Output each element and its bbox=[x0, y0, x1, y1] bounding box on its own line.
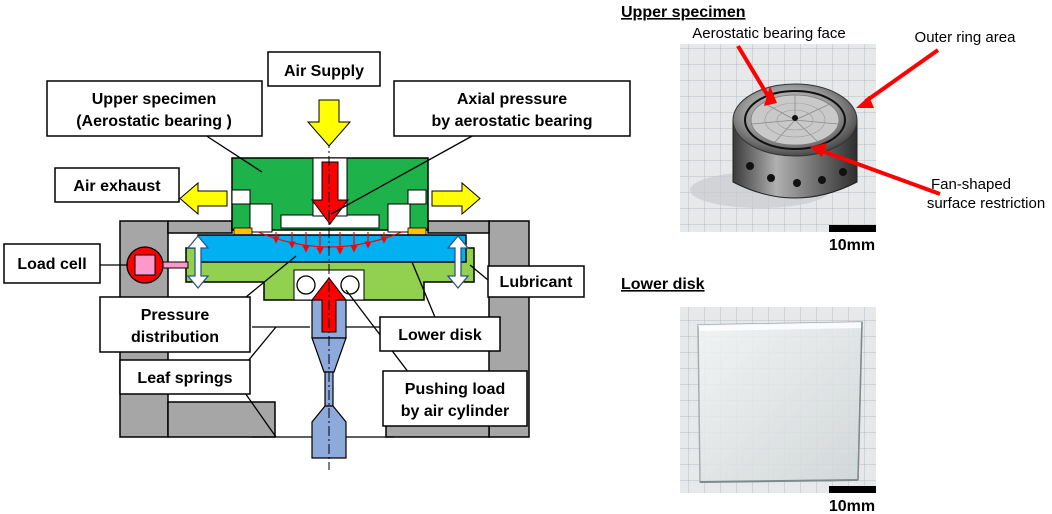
label-upper-specimen-line2: (Aerostatic bearing ) bbox=[76, 113, 232, 130]
label-bearing-face: Aerostatic bearing face bbox=[692, 25, 845, 42]
lower-disk-header: Lower disk bbox=[621, 276, 705, 293]
air-supply-arrow bbox=[306, 99, 352, 147]
frame-top-right bbox=[427, 220, 490, 234]
label-fan-shaped-line1: Fan-shaped bbox=[931, 176, 1011, 193]
lower-scale-label: 10mm bbox=[829, 498, 875, 514]
label-fan-shaped-line2: surface restriction bbox=[927, 195, 1045, 212]
label-pressure-distribution-line1: Pressure bbox=[141, 307, 210, 324]
frame-bottom-left bbox=[167, 401, 276, 438]
lower-disk-photo bbox=[680, 307, 876, 493]
lower-disk-shape bbox=[197, 234, 467, 263]
label-upper-specimen-line1: Upper specimen bbox=[92, 91, 216, 108]
upper-specimen-photo bbox=[680, 44, 876, 232]
lubricant-arrows bbox=[186, 234, 470, 290]
pressure-distribution-arrows bbox=[257, 231, 403, 255]
label-outer-ring: Outer ring area bbox=[915, 29, 1017, 46]
photo-annotation-arrows bbox=[736, 44, 941, 196]
label-pressure-distribution-line2: distribution bbox=[131, 329, 219, 346]
axial-pressure-arrow bbox=[311, 161, 349, 225]
air-exhaust-arrow-right bbox=[431, 181, 481, 216]
label-load-cell: Load cell bbox=[17, 256, 86, 273]
ball-right bbox=[340, 275, 360, 295]
upper-scale-label: 10mm bbox=[829, 237, 875, 254]
apparatus-diagram: Air Supply Upper specimen (Aerostatic be… bbox=[3, 51, 631, 470]
leader-lines bbox=[100, 134, 489, 378]
label-air-exhaust: Air exhaust bbox=[73, 178, 161, 195]
lower-scale-bar bbox=[829, 486, 876, 493]
label-axial-pressure-line1: Axial pressure bbox=[457, 91, 567, 108]
label-air-supply: Air Supply bbox=[284, 63, 364, 80]
label-pushing-load-line1: Pushing load bbox=[405, 381, 505, 398]
upper-specimen-header: Upper specimen bbox=[621, 4, 745, 21]
ball-left bbox=[296, 275, 316, 295]
label-leaf-springs: Leaf springs bbox=[137, 370, 232, 387]
label-pushing-load-line2: by air cylinder bbox=[401, 403, 510, 420]
label-lower-disk: Lower disk bbox=[398, 327, 482, 344]
label-axial-pressure-line2: by aerostatic bearing bbox=[432, 113, 593, 130]
load-cell bbox=[126, 246, 189, 284]
upper-scale-bar bbox=[829, 225, 876, 232]
air-exhaust-arrow-left bbox=[179, 181, 228, 216]
label-boxes bbox=[3, 51, 631, 427]
specimen-photos: Upper specimen bbox=[621, 4, 1045, 514]
label-lubricant: Lubricant bbox=[500, 274, 574, 291]
frame-top-left bbox=[167, 220, 233, 234]
